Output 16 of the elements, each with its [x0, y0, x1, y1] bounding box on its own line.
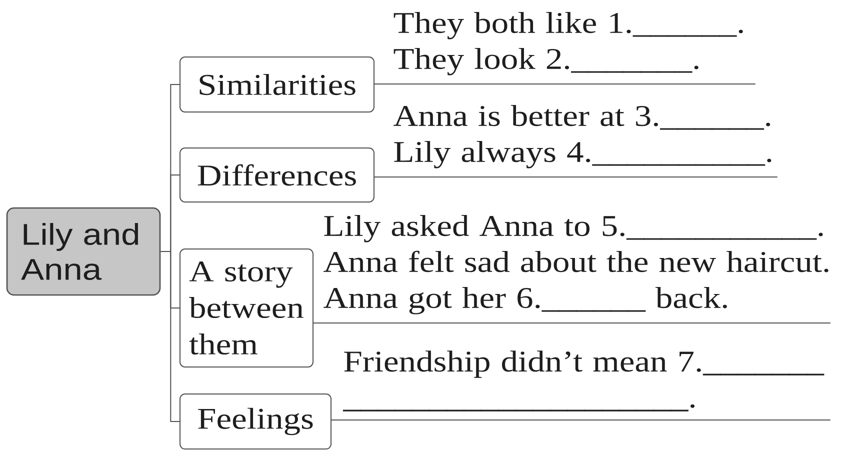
sentence: Lily always 4.__________. — [394, 141, 772, 168]
subtopic-box: Differences — [180, 148, 374, 202]
connector-line — [160, 84, 180, 422]
sentence: They both like 1.______. — [394, 12, 743, 40]
sentence: Anna is better at 3.______. — [394, 105, 770, 130]
sentence: Anna got her 6.______ back. — [324, 287, 727, 314]
subtopic-box: A story between them — [180, 248, 314, 368]
sentence: They look 2._______. — [394, 48, 698, 76]
topic-box: Lily and Anna — [6, 207, 161, 296]
sentence: Lily asked Anna to 5.___________. — [324, 215, 823, 242]
connector-line — [374, 176, 778, 178]
connector-line — [313, 322, 831, 324]
subtopic-box: Similarities — [180, 56, 374, 112]
sentence: Friendship didn’t mean 7._______ ____________________. — [342, 350, 824, 412]
subtopic-box: Feelings — [180, 394, 332, 450]
sentence: Anna felt sad about the new haircut. — [324, 250, 828, 272]
